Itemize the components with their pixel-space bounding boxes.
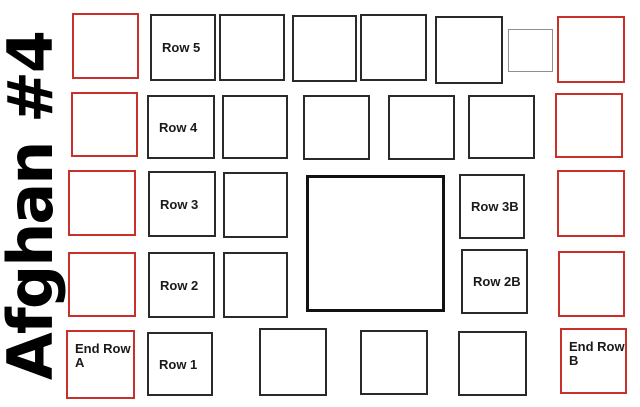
block-label: Row 5 xyxy=(162,40,201,55)
empty-block xyxy=(219,14,285,81)
block-end-row-a: End Row A xyxy=(66,330,135,399)
red-block xyxy=(557,170,625,237)
block-label: Row 3 xyxy=(160,196,199,212)
block-label: End Row B xyxy=(569,339,625,368)
block-row-2b: Row 2B xyxy=(461,249,528,314)
block-label: Row 3B xyxy=(471,199,519,214)
empty-block xyxy=(222,95,288,159)
block-label: Row 2 xyxy=(160,277,199,293)
block-row-1: Row 1 xyxy=(147,332,213,396)
red-block xyxy=(71,92,138,157)
empty-block xyxy=(223,172,288,238)
block-label: End Row A xyxy=(75,341,131,370)
red-block xyxy=(555,93,623,158)
block-row-4: Row 4 xyxy=(147,95,215,159)
diagram-title: Afghan #4 xyxy=(0,31,67,381)
red-block xyxy=(68,170,136,236)
block-row-3b: Row 3B xyxy=(459,174,525,239)
block-row-5: Row 5 xyxy=(150,14,216,81)
block-row-3: Row 3 xyxy=(148,171,216,237)
block-label: Row 1 xyxy=(159,356,198,372)
block-label: Row 4 xyxy=(159,119,198,135)
empty-block xyxy=(292,15,357,82)
red-block xyxy=(558,251,625,317)
red-block xyxy=(72,13,139,79)
empty-block xyxy=(259,328,327,396)
empty-block xyxy=(223,252,288,318)
red-block xyxy=(557,16,625,83)
empty-block xyxy=(458,331,527,396)
empty-block xyxy=(468,95,535,159)
empty-block xyxy=(388,95,455,160)
block-row-2: Row 2 xyxy=(148,252,215,318)
gray-block xyxy=(508,29,553,72)
block-label: Row 2B xyxy=(473,274,521,289)
red-block xyxy=(68,252,136,317)
empty-block xyxy=(435,16,503,84)
center-large-block xyxy=(306,175,445,312)
empty-block xyxy=(303,95,370,160)
empty-block xyxy=(360,14,427,81)
block-end-row-b: End Row B xyxy=(560,328,627,394)
empty-block xyxy=(360,330,428,395)
